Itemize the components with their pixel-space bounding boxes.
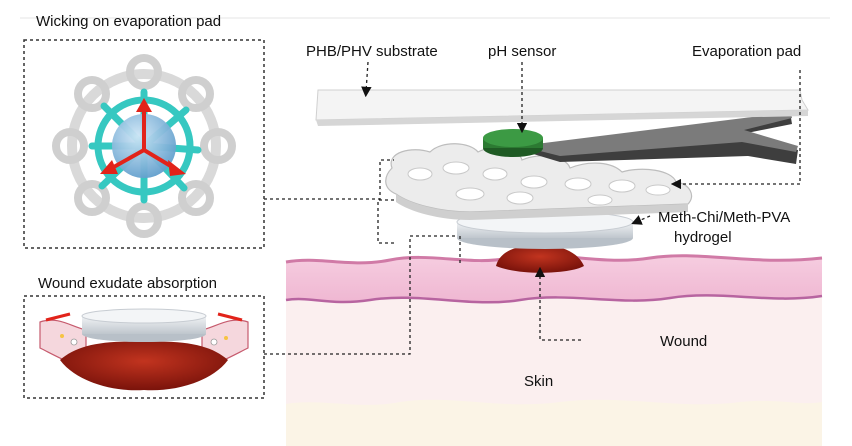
hydrogel-label-line2: hydrogel xyxy=(674,229,732,246)
ph-sensor xyxy=(483,129,543,157)
leader-exudate xyxy=(264,235,456,355)
epidermis xyxy=(286,255,822,303)
exudate-title: Wound exudate absorption xyxy=(38,275,218,292)
hydrogel-label-line1: Meth-Chi/Meth-PVA xyxy=(658,209,791,226)
ph-sensor-label: pH sensor xyxy=(488,43,557,60)
evaporation-pad-strip xyxy=(520,108,798,164)
wound xyxy=(496,245,584,273)
wound-label: Wound xyxy=(660,333,708,350)
substrate-label: PHB/PHV substrate xyxy=(306,43,438,60)
leader-wound xyxy=(539,270,582,341)
skin-label: Skin xyxy=(524,373,554,390)
phb-phv-substrate xyxy=(315,89,809,126)
evaporation-pad-label: Evaporation pad xyxy=(692,43,802,60)
skin-layer xyxy=(285,254,823,446)
leader-evaporation-pad xyxy=(670,70,801,190)
exudate-inset xyxy=(23,295,265,399)
leader-hydrogel xyxy=(631,215,651,225)
leader-wicking xyxy=(264,159,394,200)
leader-wicking-bracket xyxy=(377,199,394,244)
wicking-inset xyxy=(23,39,265,249)
evaporation-pad-flower xyxy=(385,143,693,220)
leader-substrate xyxy=(361,61,372,98)
wicking-title: Wicking on evaporation pad xyxy=(36,13,222,30)
